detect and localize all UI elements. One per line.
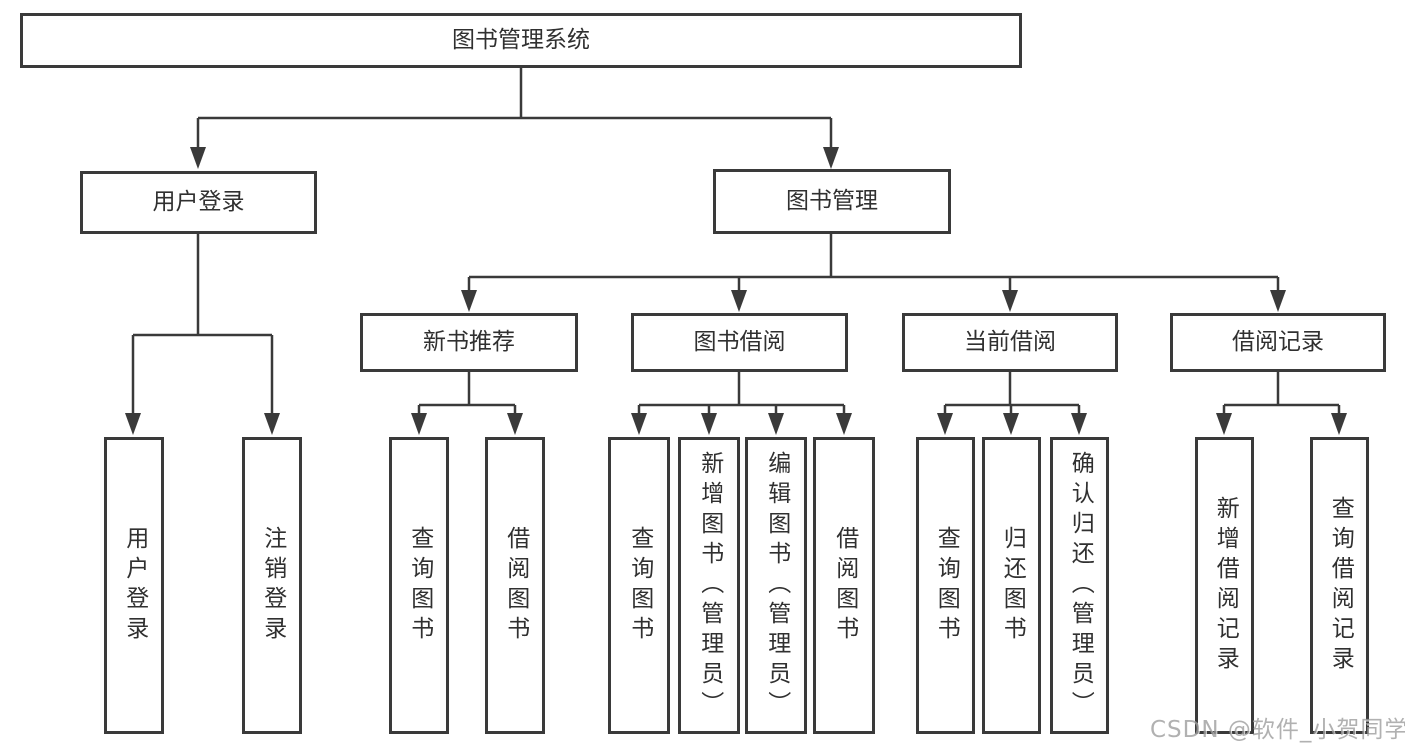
node-book-management: 图书管理 xyxy=(713,169,951,234)
arrow-down-icon xyxy=(507,413,523,435)
arrow-down-icon xyxy=(731,290,747,312)
connector-root-to-level2 xyxy=(190,68,839,169)
connector-new-book-to-leaves xyxy=(411,372,523,435)
leaf-user-login: 用户登录 xyxy=(104,437,164,734)
arrow-down-icon xyxy=(190,147,206,169)
node-label: 当前借阅 xyxy=(964,328,1056,355)
node-label: 借阅图书 xyxy=(831,525,858,646)
node-borrow-records: 借阅记录 xyxy=(1170,313,1386,372)
leaf-return-books: 归还图书 xyxy=(982,437,1041,734)
node-label: 用户登录 xyxy=(121,525,148,646)
arrow-down-icon xyxy=(1216,413,1232,435)
arrow-down-icon xyxy=(1003,413,1019,435)
arrow-down-icon xyxy=(264,413,280,435)
node-label: 查询借阅记录 xyxy=(1327,495,1354,676)
node-label: 新增图书（管理员） xyxy=(696,450,723,721)
node-label: 确认归还（管理员） xyxy=(1067,450,1094,721)
node-label: 借阅记录 xyxy=(1232,328,1324,355)
arrow-down-icon xyxy=(1071,413,1087,435)
leaf-logout: 注销登录 xyxy=(242,437,302,734)
arrow-down-icon xyxy=(125,413,141,435)
arrow-down-icon xyxy=(701,413,717,435)
node-label: 查询图书 xyxy=(406,525,433,646)
leaf-query-borrow-record: 查询借阅记录 xyxy=(1310,437,1369,734)
arrow-down-icon xyxy=(836,413,852,435)
arrow-down-icon xyxy=(411,413,427,435)
leaf-query-books-current: 查询图书 xyxy=(916,437,975,734)
node-label: 新书推荐 xyxy=(423,328,515,355)
connector-user-login-to-leaves xyxy=(125,234,280,435)
connector-book-borrow-to-leaves xyxy=(631,372,852,435)
arrow-down-icon xyxy=(937,413,953,435)
node-label: 借阅图书 xyxy=(502,525,529,646)
arrow-down-icon xyxy=(768,413,784,435)
node-label: 用户登录 xyxy=(152,188,245,215)
leaf-add-books-admin: 新增图书（管理员） xyxy=(678,437,740,734)
node-book-borrow: 图书借阅 xyxy=(631,313,848,372)
leaf-borrow-books: 借阅图书 xyxy=(813,437,875,734)
node-label: 归还图书 xyxy=(999,525,1026,646)
node-label: 新增借阅记录 xyxy=(1212,495,1239,676)
leaf-query-books-recommend: 查询图书 xyxy=(389,437,449,734)
node-library-system: 图书管理系统 xyxy=(20,13,1022,68)
arrow-down-icon xyxy=(631,413,647,435)
connector-book-management-to-level3 xyxy=(461,234,1286,312)
arrow-down-icon xyxy=(1270,290,1286,312)
arrow-down-icon xyxy=(1331,413,1347,435)
leaf-borrow-books-recommend: 借阅图书 xyxy=(485,437,545,734)
arrow-down-icon xyxy=(461,290,477,312)
node-new-book-recommend: 新书推荐 xyxy=(360,313,578,372)
leaf-add-borrow-record: 新增借阅记录 xyxy=(1195,437,1254,734)
arrow-down-icon xyxy=(823,147,839,169)
node-label: 图书管理 xyxy=(786,187,878,214)
node-label: 图书借阅 xyxy=(693,328,786,355)
node-current-borrow: 当前借阅 xyxy=(902,313,1118,372)
node-label: 注销登录 xyxy=(259,525,286,646)
leaf-edit-books-admin: 编辑图书（管理员） xyxy=(745,437,807,734)
connector-current-borrow-to-leaves xyxy=(937,372,1087,435)
leaf-query-books-borrow: 查询图书 xyxy=(608,437,670,734)
node-label: 图书管理系统 xyxy=(452,26,590,53)
node-user-login: 用户登录 xyxy=(80,171,317,234)
connector-borrow-records-to-leaves xyxy=(1216,372,1347,435)
node-label: 编辑图书（管理员） xyxy=(763,450,790,721)
arrow-down-icon xyxy=(1002,290,1018,312)
watermark: CSDN @软件_小贺同学 xyxy=(1150,717,1405,743)
node-label: 查询图书 xyxy=(933,525,960,646)
node-label: 查询图书 xyxy=(626,525,653,646)
leaf-confirm-return-admin: 确认归还（管理员） xyxy=(1050,437,1109,734)
